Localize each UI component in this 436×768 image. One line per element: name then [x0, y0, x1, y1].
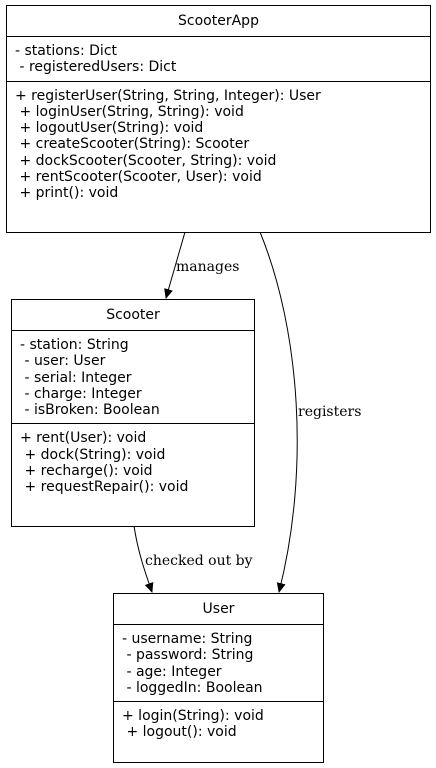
method-line: + createScooter(String): Scooter	[15, 136, 250, 153]
class-scooter: Scooter - station: String - user: User -…	[11, 299, 255, 527]
attributes-user: - username: String - password: String - …	[114, 625, 323, 703]
method-line: + logoutUser(String): void	[15, 120, 204, 137]
class-name-user: User	[114, 594, 323, 625]
attribute-line: - registeredUsers: Dict	[15, 59, 177, 76]
attribute-line: - charge: Integer	[20, 385, 142, 402]
class-scooter-app: ScooterApp - stations: Dict - registered…	[6, 5, 431, 233]
class-name-scooter: Scooter	[12, 300, 254, 331]
attribute-line: - user: User	[20, 353, 106, 370]
attribute-line: - username: String	[122, 631, 253, 647]
method-line: + print(): void	[15, 185, 119, 202]
class-name-scooter-app: ScooterApp	[7, 6, 430, 37]
edge-manages	[164, 231, 186, 299]
attributes-scooter-app: - stations: Dict - registeredUsers: Dict	[7, 37, 430, 82]
attribute-line: - serial: Integer	[20, 369, 132, 386]
method-line: + logout(): void	[122, 724, 237, 741]
method-line: + loginUser(String, String): void	[15, 103, 244, 120]
attribute-line: - password: String	[122, 647, 254, 664]
attribute-line: - isBroken: Boolean	[20, 402, 160, 419]
method-line: + rent(User): void	[20, 430, 147, 447]
methods-scooter-app: + registerUser(String, String, Integer):…	[7, 82, 430, 207]
methods-user: + login(String): void + logout(): void	[114, 702, 323, 746]
method-line: + requestRepair(): void	[20, 479, 189, 496]
class-user: User - username: String - password: Stri…	[113, 593, 324, 763]
attribute-line: - loggedIn: Boolean	[122, 679, 263, 696]
method-line: + dock(String): void	[20, 446, 166, 463]
edge-label-checked-out-by: checked out by	[145, 553, 253, 569]
method-line: + login(String): void	[122, 708, 264, 725]
attribute-line: - age: Integer	[122, 663, 222, 680]
attribute-line: - station: String	[20, 337, 129, 353]
method-line: + dockScooter(Scooter, String): void	[15, 152, 277, 169]
attribute-line: - stations: Dict	[15, 43, 117, 59]
methods-scooter: + rent(User): void + dock(String): void …	[12, 424, 254, 500]
edge-label-registers: registers	[298, 404, 361, 420]
method-line: + registerUser(String, String, Integer):…	[15, 87, 321, 104]
edge-registers	[259, 231, 298, 593]
edge-checked-out-by	[133, 525, 154, 593]
method-line: + rentScooter(Scooter, User): void	[15, 169, 262, 186]
edge-label-manages: manages	[176, 259, 239, 275]
attributes-scooter: - station: String - user: User - serial:…	[12, 331, 254, 425]
method-line: + recharge(): void	[20, 463, 153, 480]
